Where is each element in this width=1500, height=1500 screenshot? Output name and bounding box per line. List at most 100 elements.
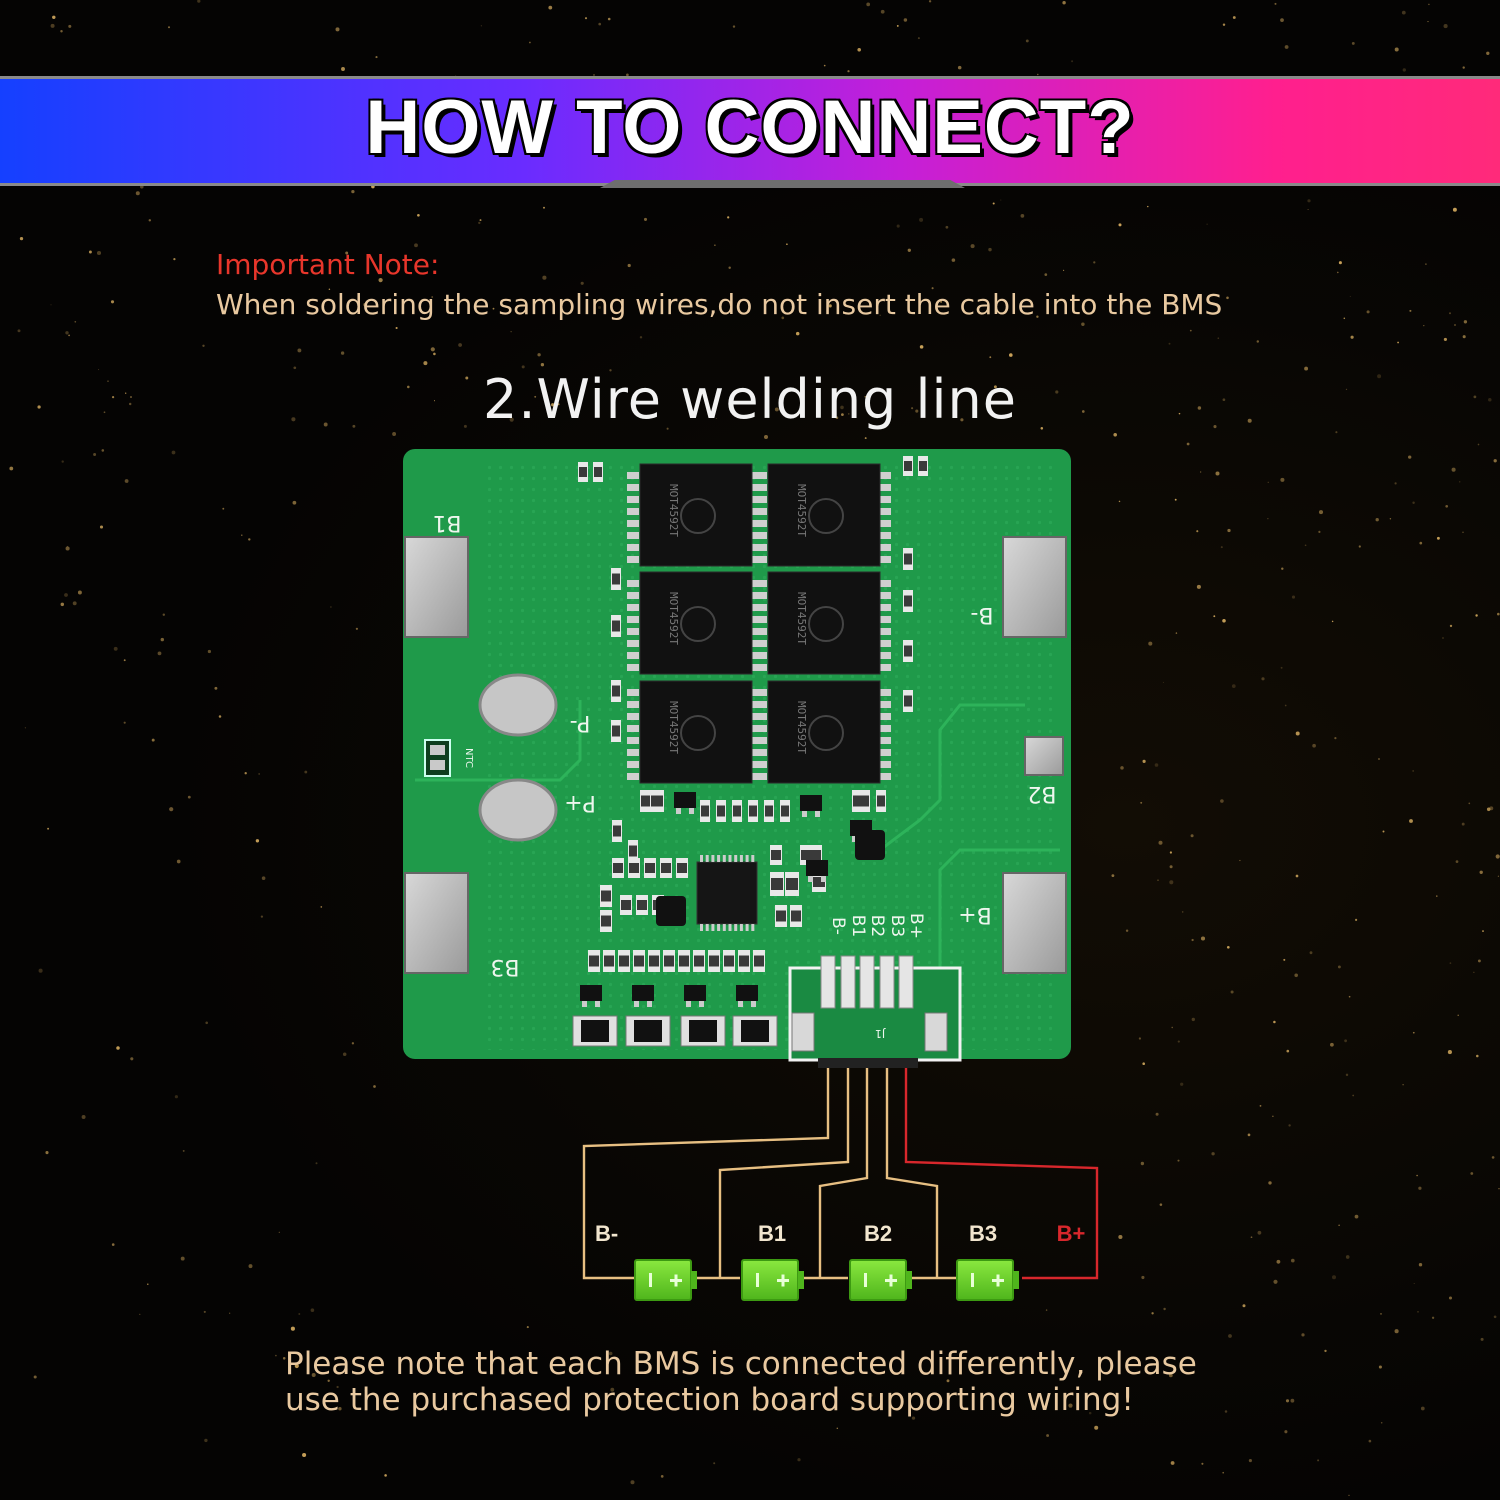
sparkle [1493,1315,1497,1319]
smd-part [600,885,612,907]
sparkle [1071,60,1074,63]
sparkle [1417,1311,1419,1313]
smd-part [918,456,928,476]
sparkle [1344,1039,1348,1043]
smd-part [780,800,790,822]
sparkle [715,417,717,420]
ic-pin [734,924,738,931]
sparkle [1000,199,1002,201]
sparkle [1226,945,1230,949]
sparkle [1094,1425,1099,1430]
sparkle [61,460,64,463]
smd-part [612,820,622,842]
sparkle [17,329,21,333]
sparkle [1366,310,1370,314]
silk-p-minus: P- [570,710,591,735]
sparkle [1461,822,1465,826]
sparkle [1335,431,1338,434]
sparkle [373,1085,376,1088]
sparkle [609,369,612,372]
sparkle [1159,1203,1163,1206]
sparkle [1093,261,1096,264]
plus-icon [992,1274,1004,1287]
sparkle [666,427,669,430]
mosfet-marking: MOT4592T [667,592,680,645]
sparkle [510,331,512,333]
sparkle [537,353,541,357]
sparkle [139,1313,141,1316]
connector-pin-label: B1 [848,915,868,937]
sparkle [1261,677,1265,681]
sparkle [1025,39,1029,43]
sparkle [526,1326,529,1329]
smd-part [628,858,640,878]
sparkle [297,348,302,353]
sparkle [298,1313,301,1315]
sparkle [291,417,296,422]
sparkle [1402,68,1406,72]
sparkle [101,449,105,452]
sparkle [1418,1263,1423,1267]
sparkle [1423,324,1425,327]
sparkle [1378,758,1380,760]
smd-part [693,950,705,972]
sparkle [835,416,839,420]
sparkle [1247,418,1252,423]
mosfet-marking: MOT4592T [795,592,808,645]
pad-b-minus [1002,536,1067,638]
sparkle [1177,1159,1180,1162]
sparkle [364,1389,367,1392]
sparkle [1486,807,1491,812]
sparkle [781,316,785,320]
sparkle [65,331,69,335]
sparkle [1477,959,1481,963]
sparkle [244,772,247,775]
sparkle [1331,620,1334,623]
sparkle [1355,918,1358,922]
sparkle [1169,865,1173,869]
smd-part [603,950,615,972]
pcb-trace [415,700,582,782]
sparkle [1402,1084,1404,1086]
sparkle [1348,1494,1350,1497]
sparkle [1350,335,1354,339]
sparkle [841,413,844,416]
sparkle [557,403,560,406]
sparkle [1213,425,1217,429]
sparkle [275,1354,277,1357]
mosfet-chip: MOT4592T [627,571,763,675]
sparkle [327,1379,330,1383]
sparkle [864,437,867,440]
sparkle [341,67,345,71]
smd-part [588,950,600,972]
sparkle [786,243,788,246]
sparkle [1118,1234,1123,1240]
sparkle [96,250,102,256]
sparkle [123,659,126,662]
sparkle [1220,546,1223,549]
sparkle [1196,584,1201,589]
sparkle [492,307,495,310]
sparkle [278,1231,280,1233]
sparkle [1380,1312,1382,1315]
sparkle [1155,1112,1159,1116]
smd-part [876,790,886,812]
sparkle [338,1407,342,1411]
sparkle [9,466,14,471]
smd-part [633,950,645,972]
sparkle [1345,388,1348,391]
sparkle [480,25,483,27]
sparkle [1111,874,1115,878]
sparkle [162,613,165,616]
smd-part [578,462,588,482]
sparkle [1290,1258,1295,1263]
ic-pin [705,855,709,862]
sparkle [1189,329,1192,332]
sparkle [1267,481,1269,483]
sparkle [608,1351,613,1356]
banner-notch [600,180,965,188]
minus-icon [971,1273,974,1287]
sparkle [1352,1094,1355,1097]
sparkle [1222,23,1226,26]
smd-part [678,950,690,972]
